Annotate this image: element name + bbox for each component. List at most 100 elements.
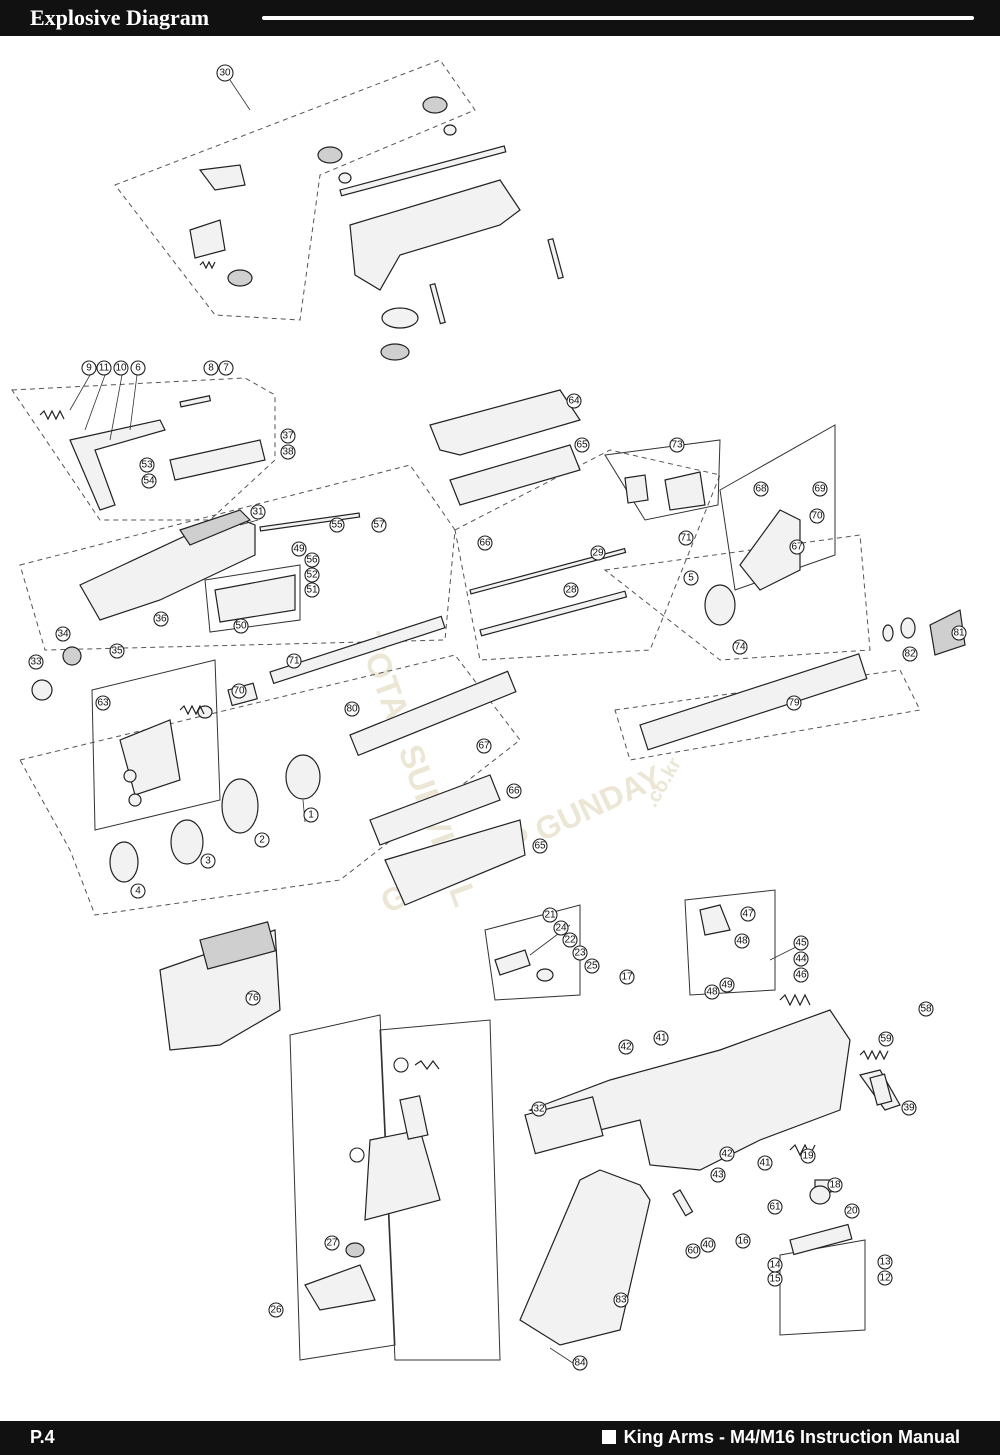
callout-58: 56 — [304, 552, 320, 568]
callout-30: 30 — [216, 64, 234, 82]
callout-47: 47 — [740, 906, 756, 922]
callout-19: 19 — [800, 1148, 816, 1164]
svg-text:19: 19 — [802, 1151, 814, 1162]
svg-text:70: 70 — [811, 511, 823, 522]
svg-text:15: 15 — [769, 1274, 781, 1285]
svg-text:16: 16 — [737, 1236, 749, 1247]
svg-text:57: 57 — [373, 520, 385, 531]
svg-text:53: 53 — [141, 460, 153, 471]
svg-text:31: 31 — [252, 507, 264, 518]
callout-3: 3 — [200, 853, 216, 869]
svg-text:54: 54 — [143, 476, 155, 487]
callout-66a: 65 — [574, 437, 590, 453]
callout-49: 48 — [704, 984, 720, 1000]
callout-10: 10 — [113, 360, 129, 376]
svg-text:25: 25 — [586, 961, 598, 972]
svg-text:58: 58 — [920, 1004, 932, 1015]
callout-55: 53 — [139, 457, 155, 473]
svg-text:37: 37 — [282, 431, 294, 442]
callout-36: 36 — [153, 611, 169, 627]
svg-text:36: 36 — [155, 614, 167, 625]
callout-60: 58 — [918, 1001, 934, 1017]
svg-text:67: 67 — [791, 542, 803, 553]
footer-bar: P.4 King Arms - M4/M16 Instruction Manua… — [0, 1421, 1000, 1455]
svg-text:11: 11 — [99, 363, 110, 374]
callout-6: 6 — [130, 360, 146, 376]
header-rule — [262, 16, 974, 20]
callout-12: 12 — [877, 1270, 893, 1286]
svg-text:44: 44 — [795, 954, 807, 965]
callout-74: 76 — [245, 990, 261, 1006]
callout-48: 48 — [734, 933, 750, 949]
svg-text:26: 26 — [270, 1305, 282, 1316]
callout-56: 54 — [141, 473, 157, 489]
callout-13: 13 — [877, 1254, 893, 1270]
callout-53: 51 — [304, 582, 320, 598]
callout-75: 70 — [231, 683, 247, 699]
callout-50: 49 — [719, 977, 735, 993]
svg-text:51: 51 — [306, 585, 318, 596]
svg-text:46: 46 — [795, 970, 807, 981]
svg-text:1: 1 — [308, 810, 314, 821]
svg-text:42: 42 — [721, 1149, 733, 1160]
callout-81: 83 — [613, 1292, 629, 1308]
svg-text:32: 32 — [533, 1104, 545, 1115]
svg-text:14: 14 — [769, 1260, 781, 1271]
callout-43: 43 — [710, 1167, 726, 1183]
callout-70: 69 — [812, 481, 828, 497]
svg-text:30: 30 — [219, 68, 231, 79]
callout-24: 24 — [553, 920, 569, 936]
svg-text:71: 71 — [680, 533, 692, 544]
callout-31: 31 — [250, 504, 266, 520]
svg-text:22: 22 — [564, 935, 576, 946]
callout-23: 23 — [572, 945, 588, 961]
callout-40: 40 — [700, 1237, 716, 1253]
svg-text:13: 13 — [879, 1257, 891, 1268]
manual-title: King Arms - M4/M16 Instruction Manual — [601, 1427, 960, 1448]
svg-text:45: 45 — [795, 938, 807, 949]
svg-text:48: 48 — [706, 987, 718, 998]
svg-text:29: 29 — [592, 548, 604, 559]
svg-text:3: 3 — [205, 856, 211, 867]
callout-65a: 64 — [566, 393, 582, 409]
callout-14: 14 — [767, 1257, 783, 1273]
callout-39: 39 — [901, 1100, 917, 1116]
svg-text:24: 24 — [555, 923, 567, 934]
callout-68: 67 — [789, 539, 805, 555]
callout-9: 9 — [81, 360, 97, 376]
svg-text:74: 74 — [734, 642, 746, 653]
svg-text:67: 67 — [478, 741, 490, 752]
svg-text:21: 21 — [544, 910, 556, 921]
manual-title-text: King Arms - M4/M16 Instruction Manual — [623, 1427, 960, 1447]
callout-54: 52 — [304, 567, 320, 583]
callout-66b: 66 — [506, 783, 522, 799]
callout-84 — [393, 1057, 409, 1073]
svg-text:84: 84 — [574, 1358, 586, 1369]
svg-text:50: 50 — [235, 621, 247, 632]
callout-67a: 66 — [477, 535, 493, 551]
svg-text:66: 66 — [479, 538, 491, 549]
svg-text:49: 49 — [293, 544, 305, 555]
svg-text:61: 61 — [769, 1202, 781, 1213]
svg-text:81: 81 — [953, 628, 965, 639]
callout-59: 57 — [371, 517, 387, 533]
callout-51: 49 — [291, 541, 307, 557]
svg-text:64: 64 — [568, 396, 580, 407]
callout-26: 26 — [268, 1302, 284, 1318]
svg-text:65: 65 — [576, 440, 588, 451]
callout-80: 82 — [902, 646, 918, 662]
callout-73b: 74 — [732, 639, 748, 655]
callout-numbers: 30 9 11 10 6 8 7 53 54 37 38 31 55 57 49… — [28, 64, 967, 1371]
callout-78: 80 — [344, 701, 360, 717]
svg-text:63: 63 — [97, 698, 109, 709]
callout-77: 79 — [786, 695, 802, 711]
callout-28: 28 — [563, 582, 579, 598]
svg-text:40: 40 — [702, 1240, 714, 1251]
svg-text:47: 47 — [742, 909, 754, 920]
svg-text:48: 48 — [736, 936, 748, 947]
callout-79: 81 — [951, 625, 967, 641]
svg-text:68: 68 — [755, 484, 767, 495]
svg-text:69: 69 — [814, 484, 826, 495]
callout-82: 84 — [572, 1355, 588, 1371]
callout-61: 59 — [878, 1031, 894, 1047]
